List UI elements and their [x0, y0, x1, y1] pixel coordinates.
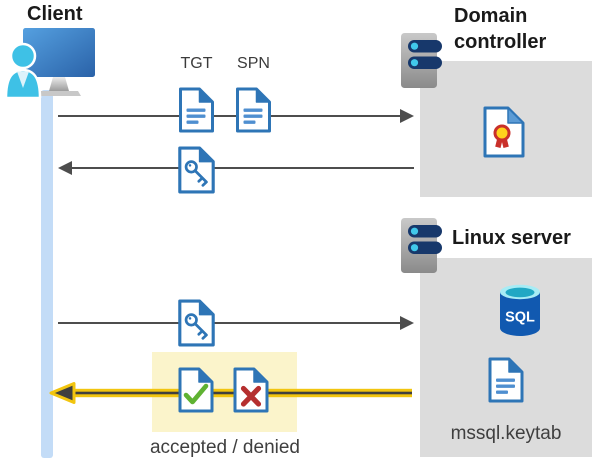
result-label: accepted / denied [149, 437, 300, 458]
person-head [9, 42, 37, 70]
client-computer-icon [6, 28, 95, 98]
domain-controller-server-icon [401, 33, 442, 88]
service-key-ticket-icon [178, 299, 215, 347]
ticket-reply-arrow-head [58, 161, 72, 175]
accepted-doc-icon [178, 367, 214, 413]
keytab-file-icon [488, 357, 524, 403]
sql-database-icon: SQL [500, 284, 540, 336]
check-icon [183, 383, 209, 405]
linux-server-icon [401, 218, 442, 273]
cross-icon [240, 385, 262, 407]
result-arrow [49, 382, 412, 404]
tgt-ticket-icon [179, 87, 214, 133]
sql-db-label: SQL [505, 310, 535, 326]
service-ticket-arrow-line [58, 322, 402, 324]
request-arrow-line [58, 115, 402, 117]
kerberos-key-ticket-icon [178, 146, 215, 194]
keytab-label: mssql.keytab [450, 423, 562, 444]
tgt-label: TGT [180, 55, 213, 72]
spn-label: SPN [237, 55, 270, 72]
denied-doc-icon [233, 367, 269, 413]
certificate-icon [483, 106, 525, 158]
domain-controller-title: Domain controller [454, 5, 547, 53]
client-title: Client [27, 3, 83, 25]
ticket-reply-arrow-line [71, 167, 414, 169]
spn-ticket-icon [236, 87, 271, 133]
request-arrow-head [400, 109, 414, 123]
linux-server-title: Linux server [452, 227, 571, 249]
service-ticket-arrow-head [400, 316, 414, 330]
client-timeline [41, 90, 53, 458]
result-arrow-head [49, 382, 76, 404]
